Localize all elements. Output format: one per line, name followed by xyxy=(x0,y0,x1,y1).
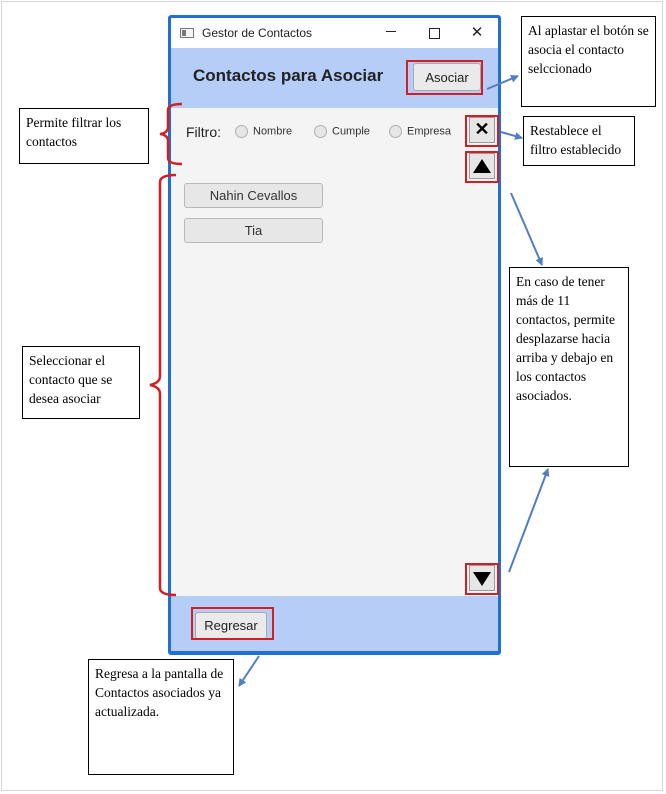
title-bar: Gestor de Contactos ✕ xyxy=(171,18,498,48)
note-filter: Permite filtrar los contactos xyxy=(19,108,149,164)
window-title: Gestor de Contactos xyxy=(202,26,313,40)
scroll-up-button[interactable] xyxy=(469,153,495,179)
radio-dot xyxy=(235,125,248,138)
filter-label: Filtro: xyxy=(186,124,221,140)
radio-label: Empresa xyxy=(407,125,452,138)
arrow-down-icon xyxy=(473,572,491,586)
arrow-reset xyxy=(500,131,523,140)
radio-label: Cumple xyxy=(332,125,370,138)
footer: Regresar xyxy=(171,596,498,651)
arrow-scroll-up xyxy=(510,192,543,266)
maximize-icon xyxy=(428,28,440,39)
arrow-associate xyxy=(486,75,519,90)
app-window: Gestor de Contactos ✕ Contactos para Aso… xyxy=(168,15,501,655)
scroll-down-button[interactable] xyxy=(469,565,495,591)
highlight-associate xyxy=(406,60,483,95)
filter-radio-cumple[interactable]: Cumple xyxy=(314,125,370,139)
page-title: Contactos para Asociar xyxy=(193,66,384,85)
close-icon: ✕ xyxy=(474,119,490,139)
highlight-scroll-down xyxy=(465,563,499,595)
highlight-clear-filter xyxy=(465,115,499,147)
associate-button[interactable]: Asociar xyxy=(413,63,481,91)
note-scroll: En caso de tener más de 11 contactos, pe… xyxy=(509,267,629,467)
radio-label: Nombre xyxy=(253,125,293,138)
app-icon xyxy=(180,28,194,38)
minimize-button[interactable] xyxy=(376,22,406,44)
filter-radio-nombre[interactable]: Nombre xyxy=(235,125,292,139)
arrow-scroll-down xyxy=(508,468,550,573)
arrow-up-icon xyxy=(473,159,491,173)
header: Contactos para Asociar Asociar xyxy=(171,48,498,108)
contacts-bracket xyxy=(149,173,177,597)
clear-filter-button[interactable]: ✕ xyxy=(469,117,495,143)
contacts-panel: Filtro: Nombre Cumple Empresa ✕ Nahin Ce… xyxy=(171,108,498,596)
note-back: Regresa a la pantalla de Contactos asoci… xyxy=(88,659,234,775)
contact-item-nahin-cevallos[interactable]: Nahin Cevallos xyxy=(184,183,323,208)
highlight-scroll-up xyxy=(465,151,499,183)
radio-dot xyxy=(389,125,402,138)
note-select: Seleccionar el contacto que se desea aso… xyxy=(22,346,140,419)
highlight-back xyxy=(191,607,274,640)
maximize-button[interactable] xyxy=(419,22,449,44)
radio-dot xyxy=(314,125,327,138)
back-button[interactable]: Regresar xyxy=(195,612,267,639)
minimize-icon xyxy=(386,30,396,32)
note-reset: Restablece el filtro establecido xyxy=(523,116,635,166)
arrow-back xyxy=(238,655,260,687)
filter-bracket xyxy=(159,102,183,166)
close-window-button[interactable]: ✕ xyxy=(470,24,484,41)
filter-radio-empresa[interactable]: Empresa xyxy=(389,125,451,139)
contact-item-tia[interactable]: Tia xyxy=(184,218,323,243)
note-associate: Al aplastar el botón se asocia el contac… xyxy=(521,16,656,107)
